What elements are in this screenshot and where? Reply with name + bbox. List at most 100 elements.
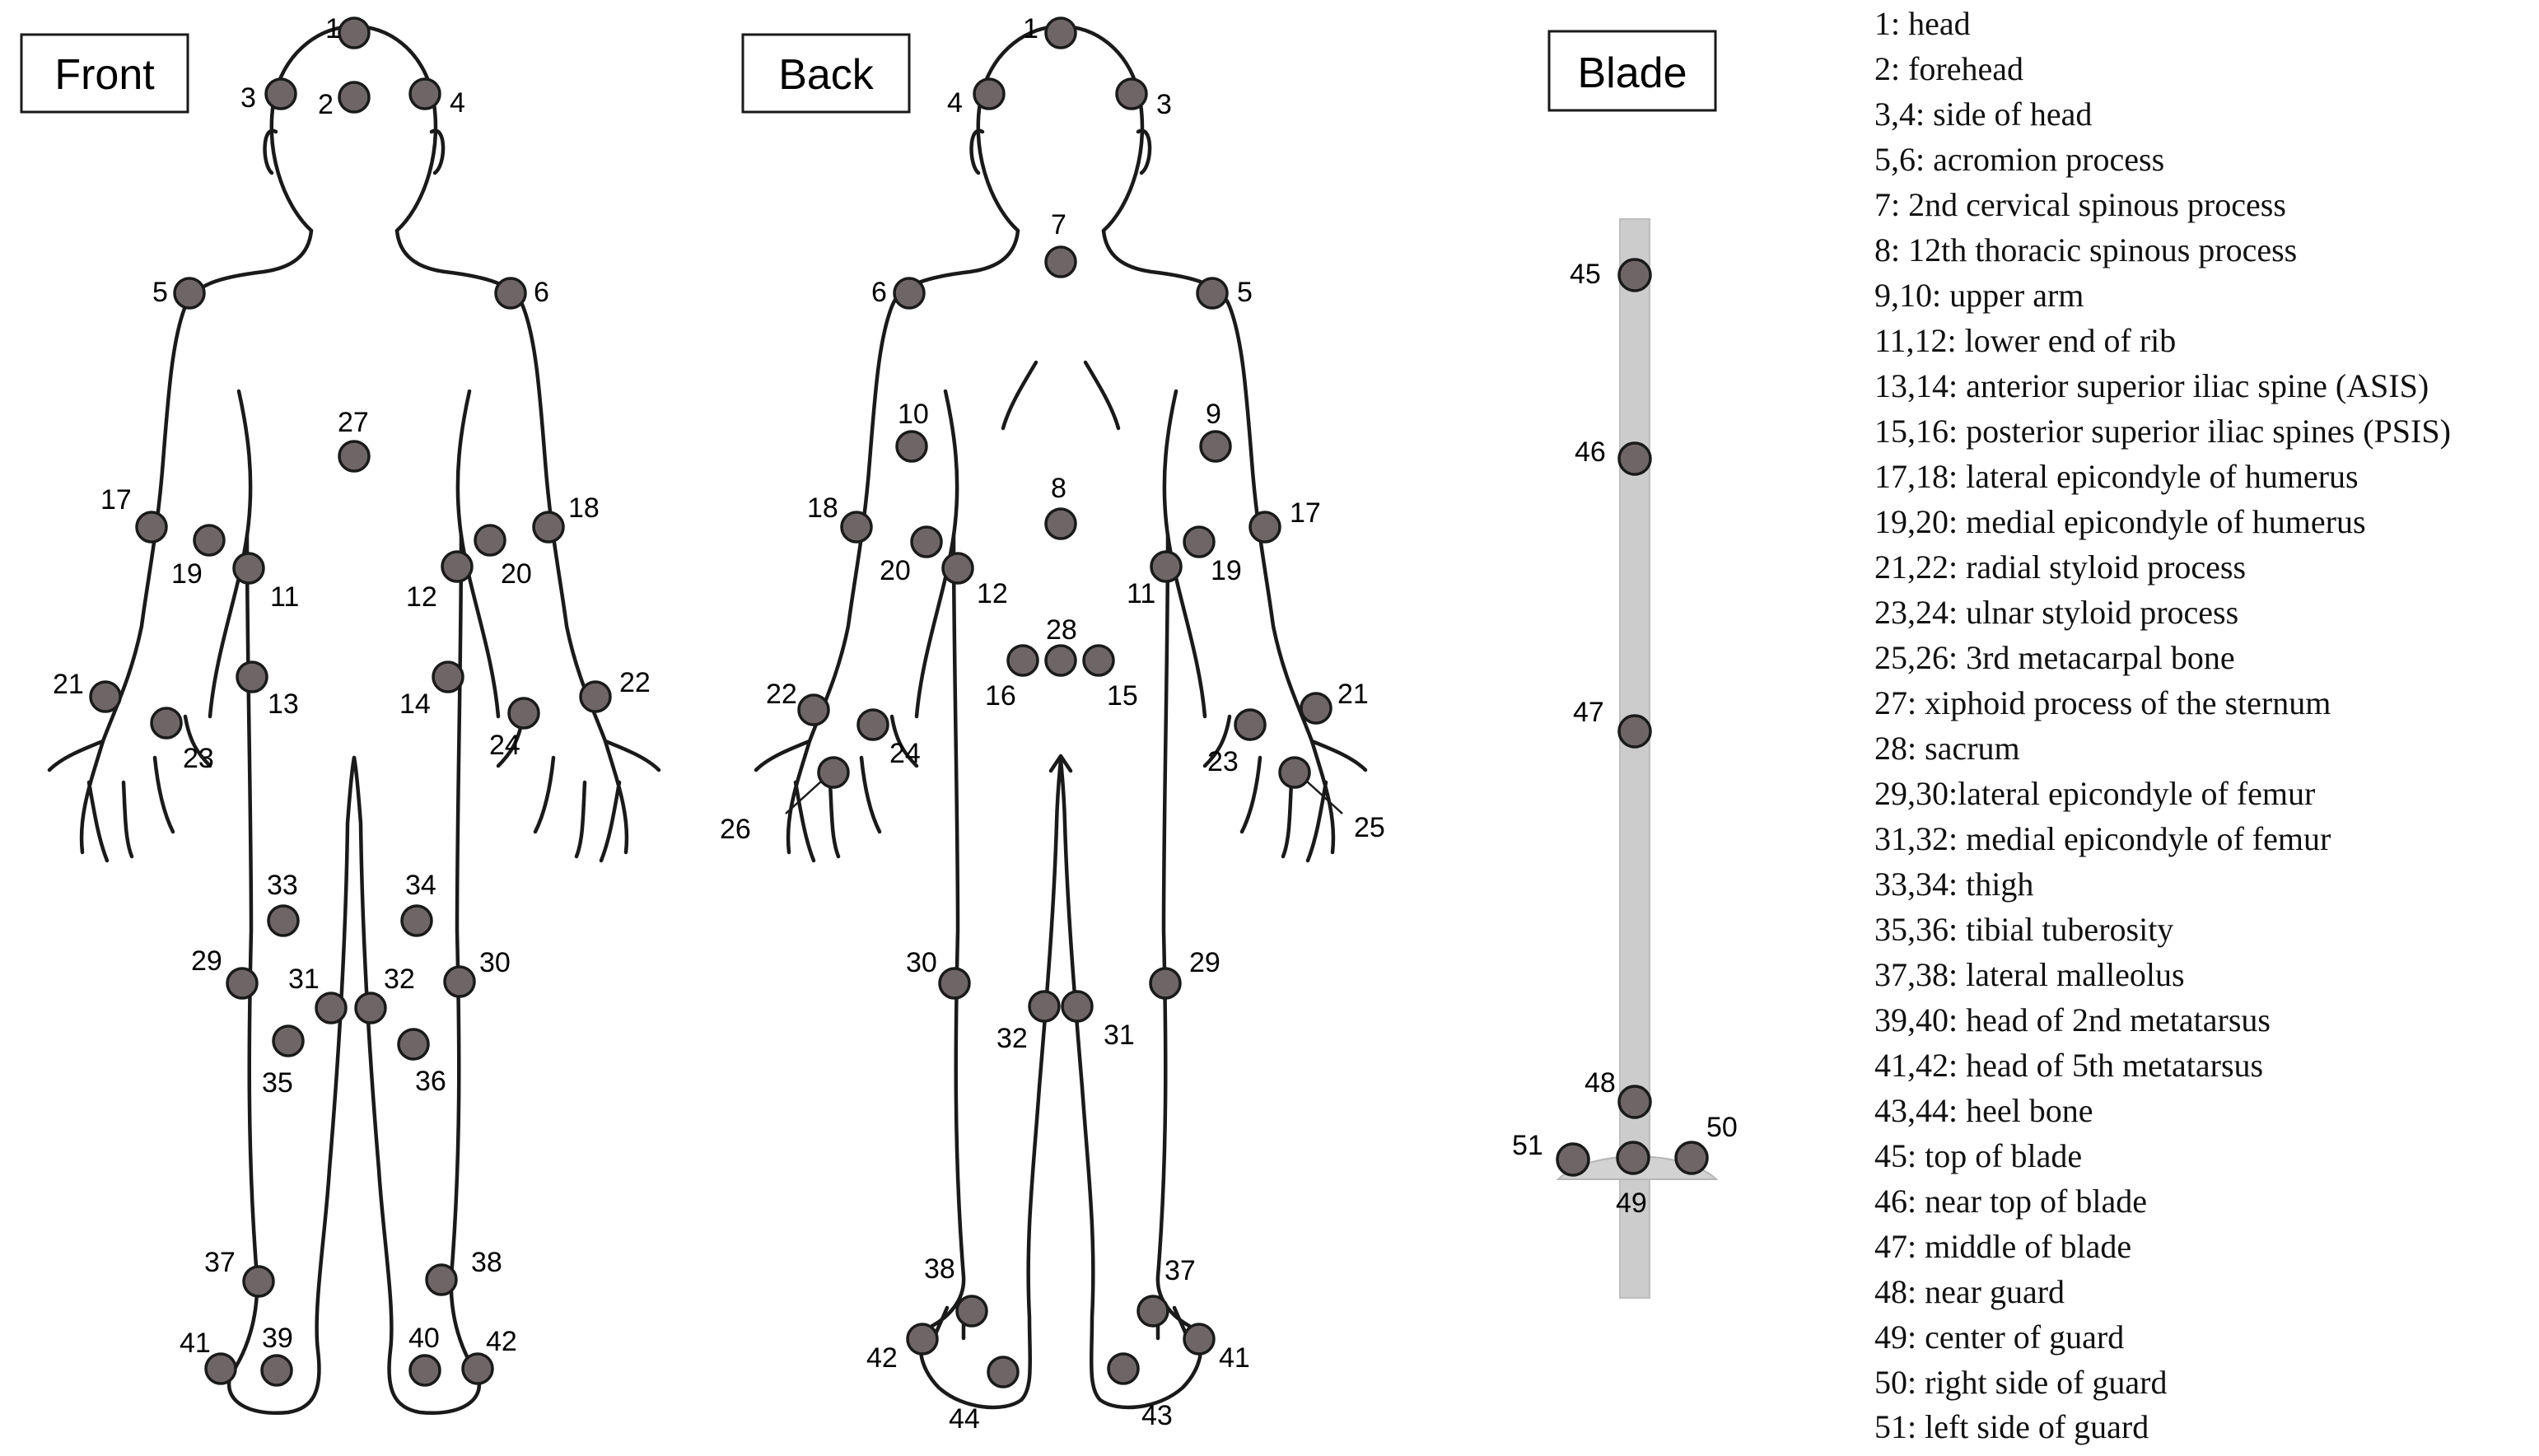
back-marker-label-30: 30: [906, 947, 937, 978]
blade-marker-47: [1617, 714, 1652, 749]
front-marker-label-3: 3: [240, 82, 256, 114]
back-marker-30: [938, 967, 971, 1000]
legend: 1: head 2: forehead 3,4: side of head 5,…: [1874, 5, 2451, 1445]
back-markers: 1 4 3 7 6 5 10 9 8 18 17 20 19: [720, 13, 1385, 1435]
back-marker-10: [895, 430, 928, 463]
blade-marker-49: [1616, 1141, 1650, 1175]
front-marker-41: [204, 1352, 237, 1385]
front-panel: Front 1 2 3 4 5 6 27: [20, 13, 661, 1416]
legend-item-6: 8: 12th thoracic spinous process: [1874, 231, 2297, 268]
front-marker-label-40: 40: [408, 1323, 440, 1354]
front-marker-label-24: 24: [489, 730, 520, 761]
legend-item-12: 19,20: medial epicondyle of humerus: [1874, 503, 2366, 540]
blade-marker-51: [1556, 1142, 1590, 1177]
back-marker-16: [1006, 644, 1039, 677]
front-marker-27: [338, 440, 371, 473]
front-marker-label-41: 41: [180, 1328, 211, 1359]
front-markers: 1 2 3 4 5 6 27 17 18 19 20 11 12: [53, 13, 651, 1387]
front-marker-label-12: 12: [406, 581, 437, 613]
back-panel: Back 1 4 3 7 6: [720, 13, 1385, 1435]
back-marker-label-25: 25: [1354, 812, 1385, 843]
back-marker-31: [1061, 990, 1094, 1023]
legend-item-19: 31,32: medial epicondyle of femur: [1874, 820, 2331, 857]
back-marker-label-29: 29: [1189, 947, 1220, 978]
front-marker-13: [236, 660, 268, 693]
front-marker-18: [532, 511, 565, 544]
front-marker-label-14: 14: [399, 688, 431, 720]
front-marker-label-38: 38: [471, 1247, 502, 1278]
back-marker-label-43: 43: [1141, 1400, 1173, 1431]
blade-marker-label-51: 51: [1512, 1130, 1543, 1161]
back-title: Back: [778, 51, 875, 99]
front-marker-42: [461, 1352, 494, 1385]
back-marker-label-42: 42: [866, 1342, 898, 1374]
front-marker-24: [507, 697, 540, 730]
front-marker-label-21: 21: [53, 669, 84, 700]
legend-item-20: 33,34: thigh: [1874, 866, 2033, 903]
front-marker-label-17: 17: [100, 484, 132, 516]
front-marker-label-23: 23: [183, 743, 214, 774]
front-marker-32: [354, 992, 387, 1024]
front-marker-33: [267, 904, 300, 937]
front-marker-label-5: 5: [152, 277, 168, 308]
back-leader-26: [785, 780, 823, 814]
back-marker-22: [797, 693, 830, 726]
back-marker-label-44: 44: [949, 1403, 980, 1435]
back-marker-9: [1199, 430, 1232, 463]
front-marker-label-13: 13: [268, 688, 299, 720]
front-marker-23: [150, 707, 183, 740]
front-marker-35: [272, 1024, 305, 1057]
legend-item-17: 28: sacrum: [1874, 730, 2020, 767]
blade-marker-label-50: 50: [1706, 1112, 1738, 1143]
back-marker-label-22: 22: [766, 679, 797, 710]
back-marker-label-24: 24: [889, 738, 921, 769]
back-marker-label-37: 37: [1164, 1255, 1196, 1286]
front-marker-4: [408, 77, 441, 110]
back-marker-20: [910, 525, 943, 558]
back-leader-25: [1305, 780, 1343, 814]
back-marker-label-3: 3: [1156, 89, 1172, 120]
legend-item-23: 39,40: head of 2nd metatarsus: [1874, 1001, 2271, 1038]
back-marker-32: [1028, 990, 1061, 1023]
front-marker-label-11: 11: [270, 581, 299, 613]
back-marker-17: [1248, 511, 1281, 544]
front-marker-label-6: 6: [534, 277, 549, 308]
front-marker-14: [432, 660, 464, 693]
legend-item-26: 45: top of blade: [1874, 1137, 2082, 1174]
back-marker-4: [973, 77, 1006, 110]
back-marker-label-31: 31: [1104, 1020, 1135, 1051]
back-marker-44: [987, 1356, 1020, 1388]
front-title-box: [20, 33, 189, 114]
back-marker-label-9: 9: [1206, 399, 1221, 430]
back-marker-label-21: 21: [1337, 679, 1369, 710]
back-marker-label-28: 28: [1046, 614, 1077, 646]
front-marker-label-31: 31: [288, 964, 320, 995]
blade-title-box: [1547, 30, 1717, 112]
front-title: Front: [54, 51, 155, 99]
legend-item-27: 46: near top of blade: [1874, 1183, 2147, 1220]
front-marker-label-36: 36: [415, 1066, 446, 1097]
front-marker-38: [425, 1263, 458, 1296]
legend-item-14: 23,24: ulnar styloid process: [1874, 594, 2238, 631]
back-marker-label-20: 20: [880, 555, 911, 586]
legend-item-13: 21,22: radial styloid process: [1874, 548, 2246, 586]
legend-item-9: 13,14: anterior superior iliac spine (AS…: [1874, 367, 2429, 404]
legend-item-8: 11,12: lower end of rib: [1874, 322, 2176, 359]
back-marker-label-38: 38: [924, 1253, 955, 1285]
front-marker-40: [408, 1354, 441, 1387]
back-marker-label-8: 8: [1051, 473, 1066, 504]
back-marker-12: [941, 552, 974, 585]
back-marker-11: [1150, 550, 1183, 583]
back-marker-label-23: 23: [1207, 746, 1239, 777]
back-marker-label-5: 5: [1237, 277, 1253, 308]
back-marker-37: [1136, 1295, 1169, 1328]
legend-item-15: 25,26: 3rd metacarpal bone: [1874, 639, 2235, 676]
back-marker-5: [1196, 277, 1229, 310]
front-marker-37: [242, 1265, 275, 1298]
front-marker-label-19: 19: [171, 558, 203, 590]
front-marker-label-42: 42: [486, 1326, 517, 1357]
front-marker-label-32: 32: [384, 964, 415, 995]
front-marker-label-18: 18: [568, 492, 600, 524]
legend-item-32: 51: left side of guard: [1874, 1408, 2149, 1445]
legend-item-7: 9,10: upper arm: [1874, 277, 2084, 314]
